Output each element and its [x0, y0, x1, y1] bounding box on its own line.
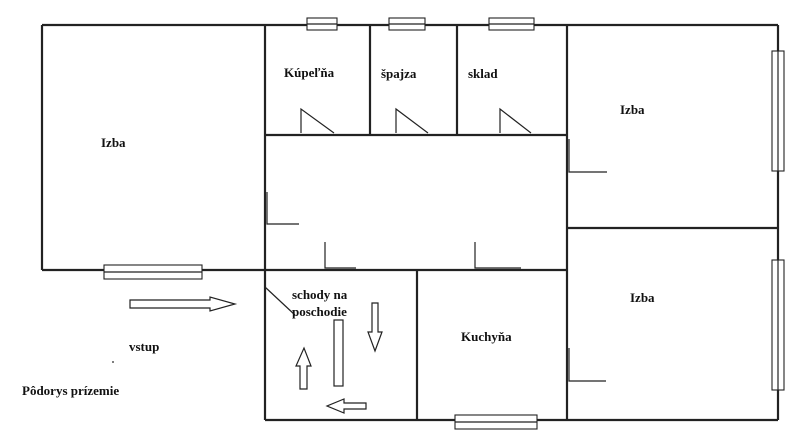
doors	[264, 107, 607, 382]
entrance-arrow-icon	[129, 296, 238, 312]
dot-mark	[112, 361, 114, 363]
plan-caption: Pôdorys prízemie	[22, 383, 119, 398]
room-label-kitchen: Kuchyňa	[461, 329, 512, 344]
arrows	[129, 296, 383, 414]
stairs-center-bar	[333, 319, 344, 387]
room-label-top-right: Izba	[620, 102, 645, 117]
door-top-right-room	[568, 139, 607, 173]
stairs-label-line2: poschodie	[292, 304, 347, 319]
walls	[40, 23, 780, 422]
door-stairs	[324, 242, 356, 269]
stairs-label-line1: schody na	[292, 287, 348, 302]
door-bottom-right-room	[568, 348, 606, 382]
entrance-label: vstup	[129, 339, 159, 354]
stairs-down-arrow-icon	[367, 302, 383, 353]
door-entrance	[264, 286, 296, 316]
room-label-left: Izba	[101, 135, 126, 150]
room-label-pantry: špajza	[381, 66, 417, 81]
door-kitchen	[474, 242, 521, 269]
stairs-left-arrow-icon	[325, 398, 367, 414]
stairs-up-arrow-icon	[295, 346, 312, 390]
door-bathroom	[300, 107, 335, 134]
door-pantry	[395, 107, 429, 134]
door-storage	[499, 107, 532, 134]
door-hall-left	[266, 192, 299, 225]
room-label-storage: sklad	[468, 66, 498, 81]
labels: Izba Kúpeľňa špajza sklad Izba Izba Kuch…	[22, 65, 655, 398]
windows	[103, 17, 785, 430]
room-label-bathroom: Kúpeľňa	[284, 65, 335, 80]
room-label-bottom-right: Izba	[630, 290, 655, 305]
